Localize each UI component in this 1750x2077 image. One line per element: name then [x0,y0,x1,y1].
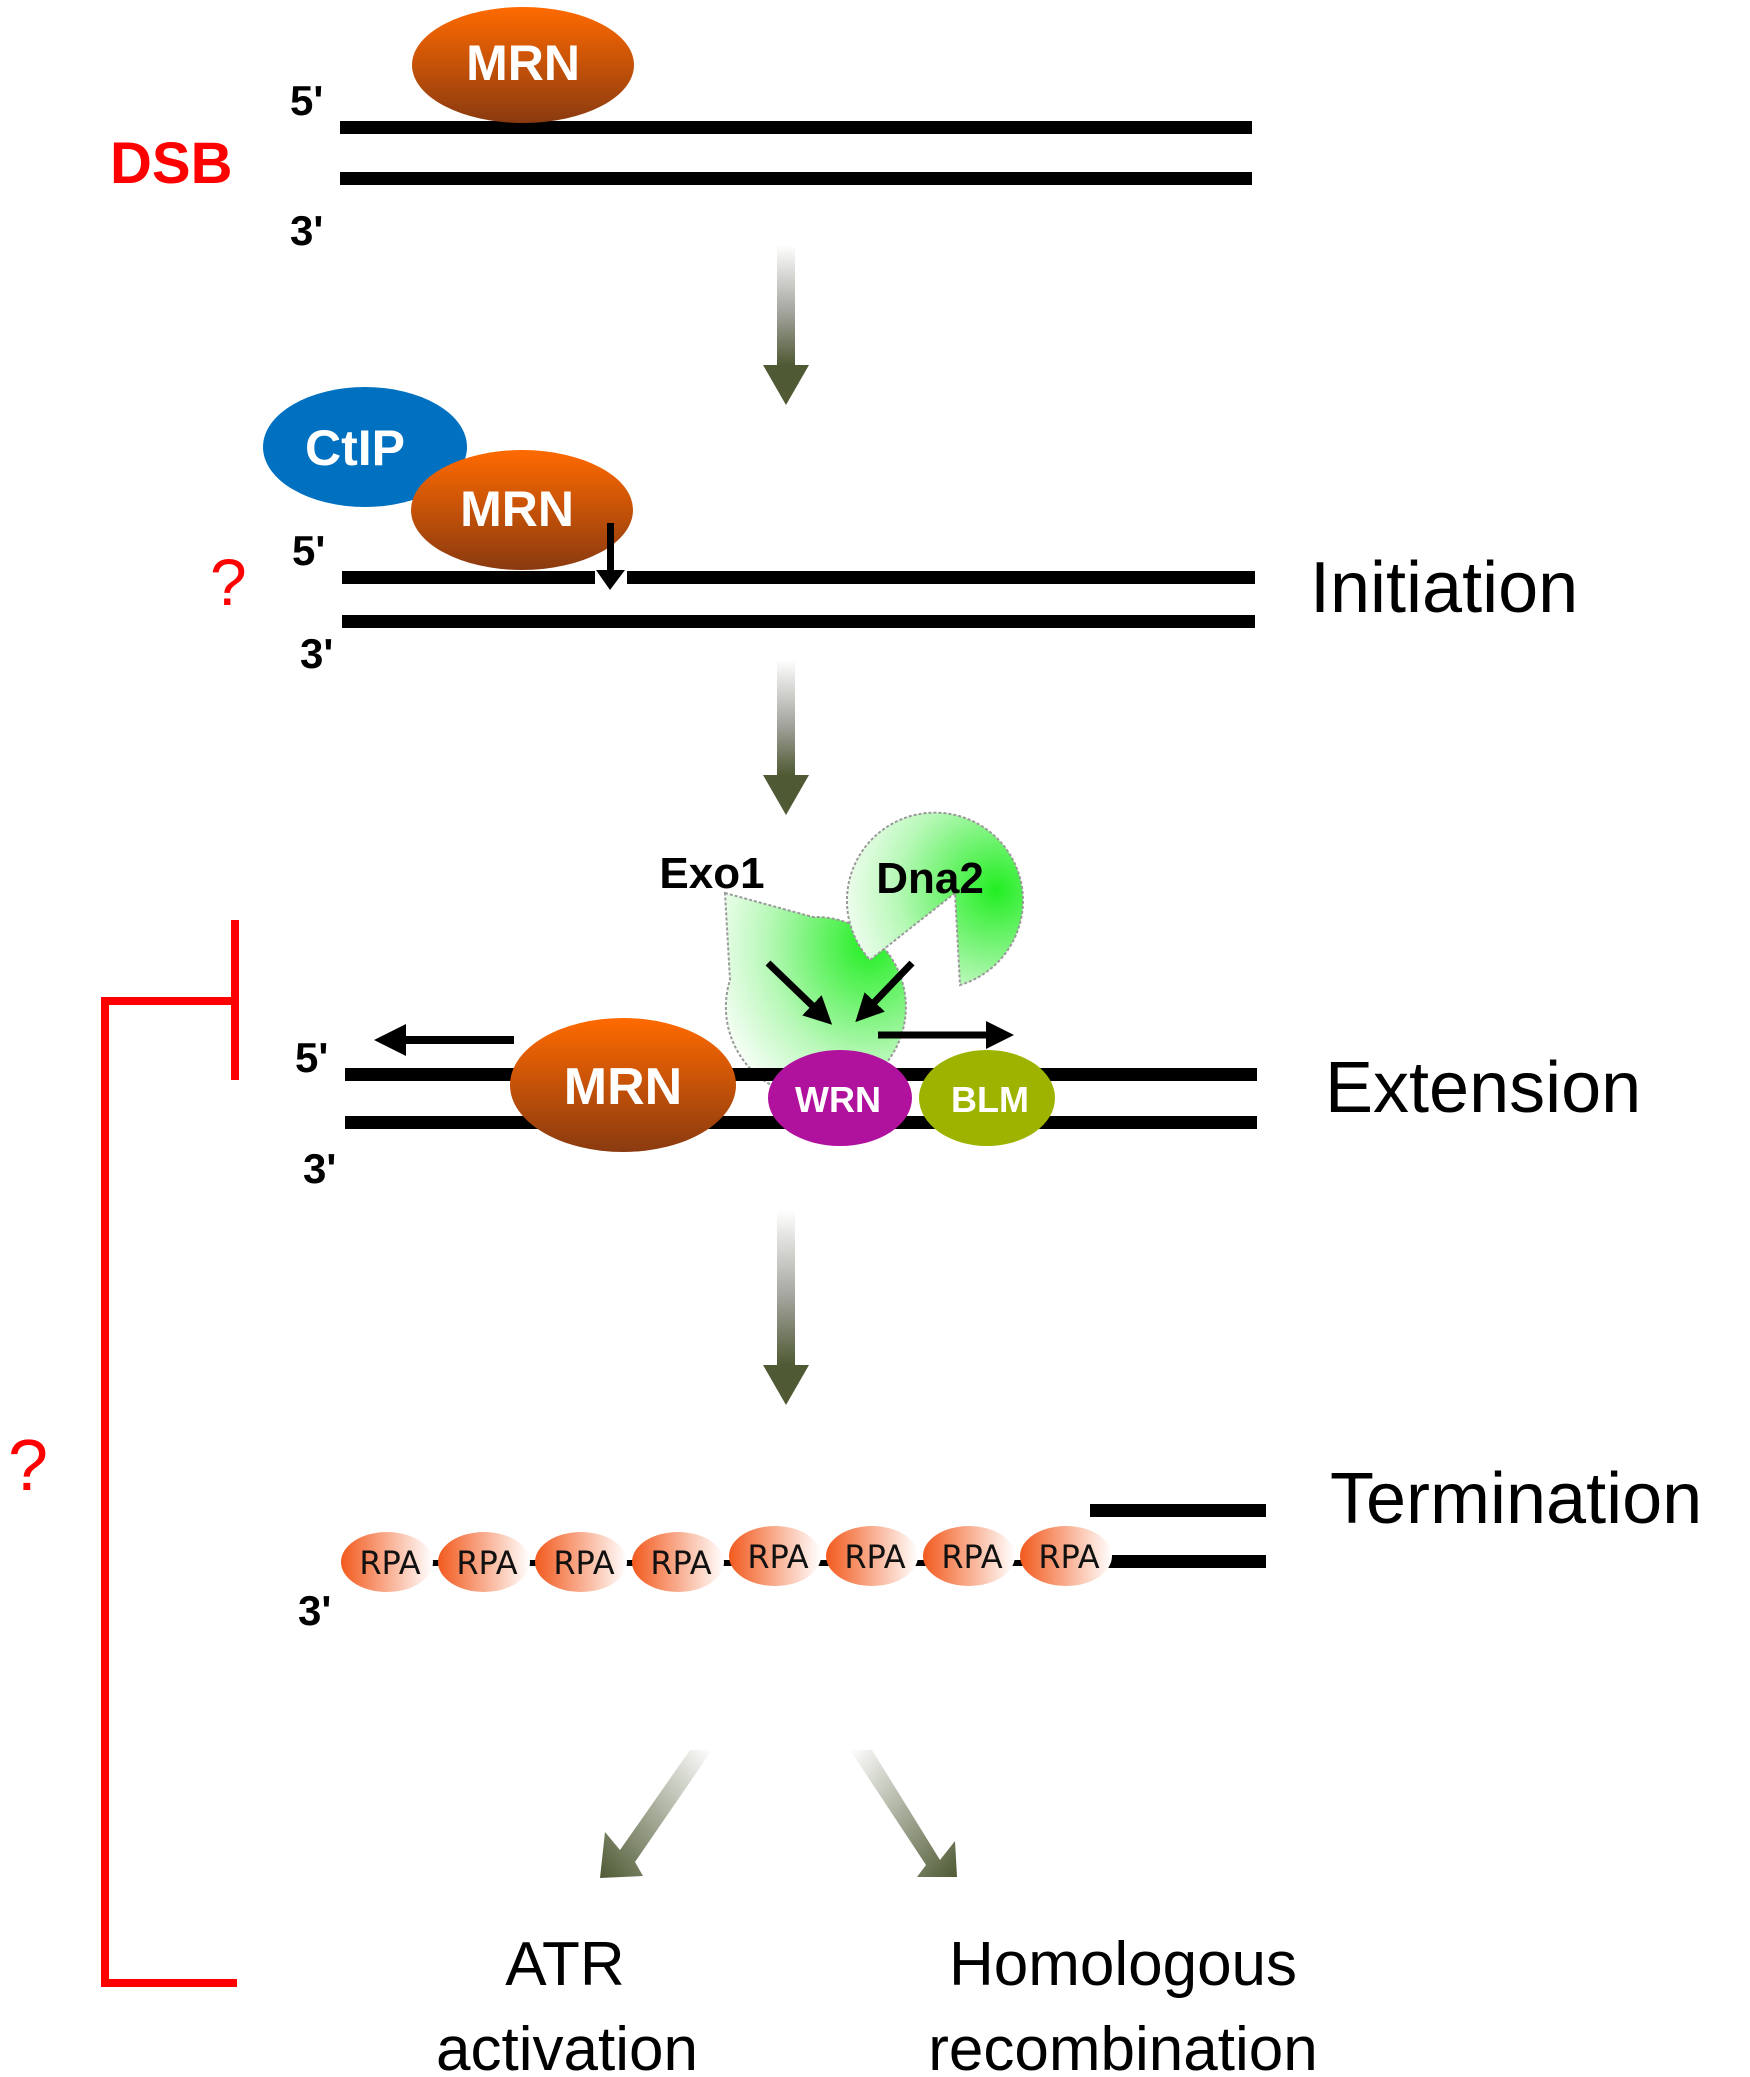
five-prime-label: 5' [295,1034,328,1081]
mrn-label: MRN [466,35,580,91]
outcome-hr: Homologous recombination [928,1930,1317,2077]
mrn-complex [510,1018,736,1152]
blm-helicase [919,1050,1055,1146]
dsb-stage: DSB 5' 3' MRN [110,7,1252,254]
flow-arrow-atr [600,1750,712,1878]
dna2-label: Dna2 [876,854,984,903]
ctip-protein [263,387,467,507]
outcome-hr-line2: recombination [928,2015,1317,2077]
dna2-nuclease: Dna2 [846,811,1024,987]
rpa-protein: RPA [729,1526,821,1586]
outcome-atr-line2: activation [436,2015,698,2077]
stage-termination-label: Termination [1330,1459,1702,1539]
rpa-protein: RPA [438,1532,530,1592]
rpa-shape [729,1526,821,1586]
dna2-to-wrn-arrow [855,960,915,1023]
question-mark-icon: ? [210,545,247,619]
rpa-label: RPA [456,1544,517,1582]
rpa-shape [535,1532,627,1592]
rpa-protein: RPA [826,1526,918,1586]
rpa-shape [1020,1526,1112,1586]
outcome-atr: ATR activation [436,1930,698,2077]
rpa-label: RPA [844,1538,905,1576]
exo1-label: Exo1 [659,849,764,898]
dna-bottom-strand [340,172,1252,185]
extension-stage: Exo1 Dna2 5' 3' MRN WRN BLM Extension [295,811,1641,1192]
flow-arrow-1 [763,245,809,405]
dna-bottom-strand [1090,1555,1266,1568]
inhibition-bracket: ? [8,920,239,1987]
flow-arrow-hr [850,1750,957,1877]
bracket-top-line [101,997,235,1005]
rpa-shape [632,1532,724,1592]
rpa-label: RPA [747,1538,808,1576]
rpa-shape [923,1526,1015,1586]
five-prime-label: 5' [290,77,323,124]
dsb-label: DSB [110,131,232,196]
three-prime-label: 3' [298,1587,331,1634]
rpa-protein: RPA [535,1532,627,1592]
three-prime-label: 3' [303,1145,336,1192]
ctip-label: CtIP [305,420,405,476]
wrn-helicase [768,1050,912,1146]
rpa-filament: RPA RPA RPA RPA RPA RPA RPA RPA [341,1526,1112,1592]
question-mark-icon: ? [8,1426,48,1506]
dna-top-strand [1090,1504,1266,1517]
three-prime-label: 3' [290,207,323,254]
mrn-complex [411,450,633,570]
mrn-complex [412,7,634,123]
five-prime-label: 5' [292,527,325,574]
rpa-label: RPA [941,1538,1002,1576]
rpa-label: RPA [359,1544,420,1582]
rpa-protein: RPA [1020,1526,1112,1586]
blm-label: BLM [951,1079,1029,1120]
three-prime-label: 3' [300,630,333,677]
rpa-protein: RPA [632,1532,724,1592]
dna-top-strand-right [627,571,1255,584]
rpa-shape [826,1526,918,1586]
mrn-label: MRN [564,1058,682,1116]
bracket-vertical-line [101,997,109,1987]
ssdna-strand [380,1560,1080,1566]
inhibition-bar [231,920,239,1080]
initiation-stage: ? 5' 3' CtIP MRN Initiation [210,387,1578,677]
mrn-label: MRN [460,481,574,537]
rpa-protein: RPA [923,1526,1015,1586]
dna-top-strand [340,121,1252,134]
flow-arrow-2 [763,660,809,815]
outcome-hr-line1: Homologous [949,1930,1297,1999]
nick-arrow-icon [596,523,625,590]
rpa-shape [438,1532,530,1592]
exo1-to-wrn-arrow [765,960,833,1025]
dna-top-strand-left [342,571,595,584]
rpa-shape [341,1532,433,1592]
outcome-atr-line1: ATR [505,1930,624,1999]
bracket-bottom-line [101,1979,237,1987]
stage-initiation-label: Initiation [1310,548,1578,628]
rpa-label: RPA [553,1544,614,1582]
flow-arrow-3 [763,1210,809,1405]
stage-extension-label: Extension [1325,1048,1641,1128]
rpa-label: RPA [1038,1538,1099,1576]
dna-bottom-strand [342,615,1255,628]
termination-stage: 3' RPA RPA RPA RPA RPA RPA RPA RPA Termination [298,1459,1702,1634]
rpa-label: RPA [650,1544,711,1582]
rpa-protein: RPA [341,1532,433,1592]
wrn-label: WRN [795,1079,881,1120]
